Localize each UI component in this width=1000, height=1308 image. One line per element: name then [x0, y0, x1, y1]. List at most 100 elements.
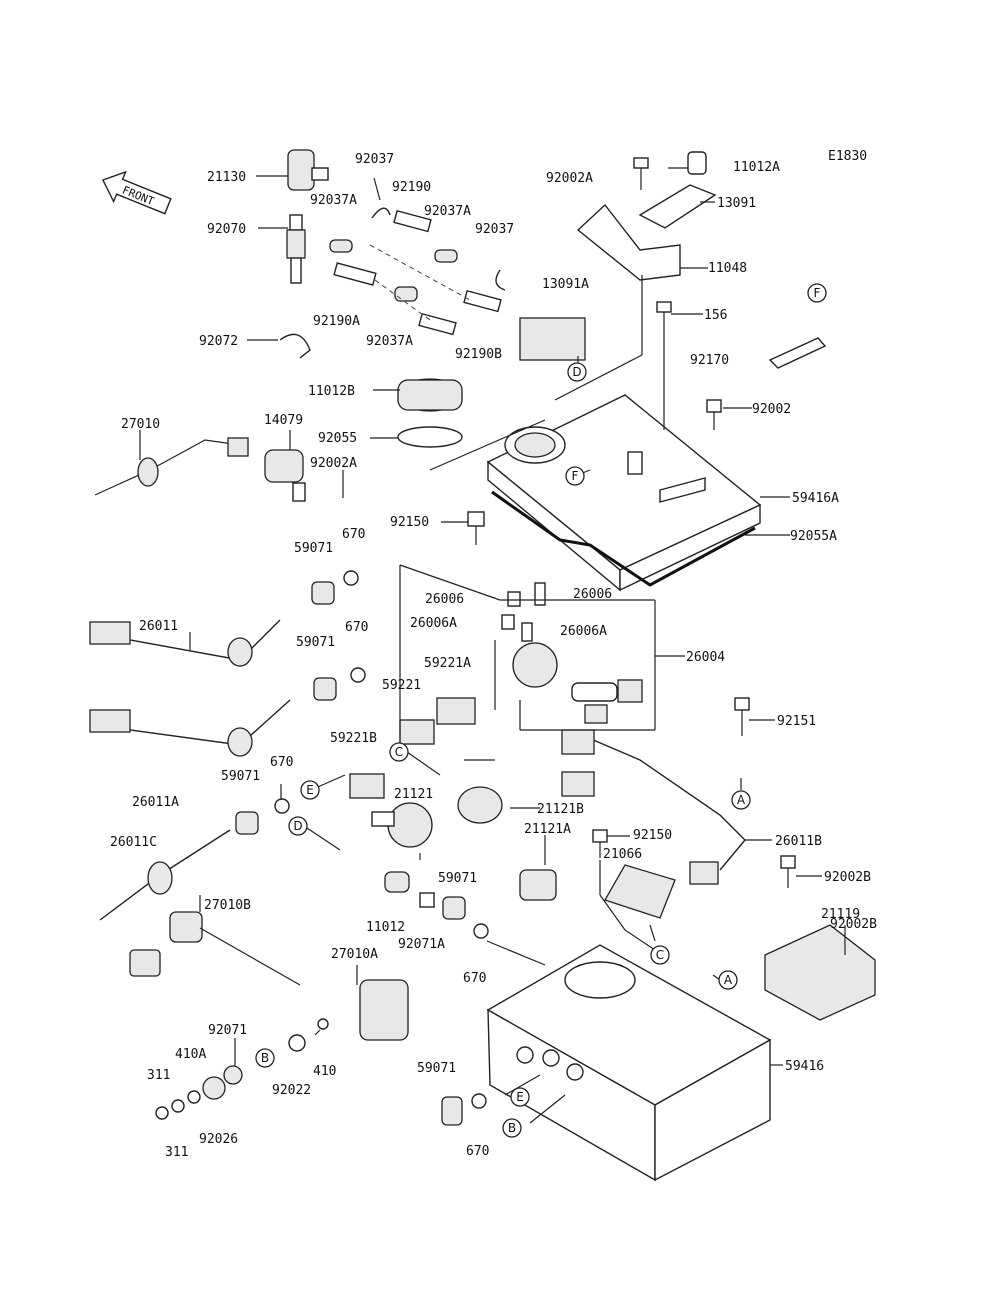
- reference-marker: B: [502, 1118, 522, 1138]
- part-label: 92190A: [313, 314, 360, 329]
- part-label: 156: [704, 308, 727, 323]
- part-label: 92002B: [830, 917, 877, 932]
- part-label: 311: [147, 1068, 170, 1083]
- part-label: 410A: [175, 1047, 206, 1062]
- part-label: 92037A: [366, 334, 413, 349]
- part-label: 59071: [221, 769, 260, 784]
- reference-marker-letter: C: [656, 948, 664, 962]
- reference-marker-letter: A: [737, 793, 746, 807]
- reference-marker: E: [510, 1087, 530, 1107]
- part-label: 26011C: [110, 835, 157, 850]
- part-label: 21066: [603, 847, 642, 862]
- part-label: 92037: [475, 222, 514, 237]
- reference-marker: D: [567, 362, 587, 382]
- part-label: 92190: [392, 180, 431, 195]
- part-label: 59071: [417, 1061, 456, 1076]
- part-label: 92002A: [546, 171, 593, 186]
- part-label: 26006A: [560, 624, 607, 639]
- reference-marker-letter: E: [516, 1090, 524, 1104]
- part-drawings: [89, 149, 876, 1182]
- part-label: 311: [165, 1145, 188, 1160]
- part-label: 92071: [208, 1023, 247, 1038]
- part-label: 59221: [382, 678, 421, 693]
- part-label: 92037: [355, 152, 394, 167]
- part-label: 92190B: [455, 347, 502, 362]
- part-label: 92002: [752, 402, 791, 417]
- part-label: 26011: [139, 619, 178, 634]
- part-label: 92151: [777, 714, 816, 729]
- part-label: 92070: [207, 222, 246, 237]
- part-label: 13091A: [542, 277, 589, 292]
- part-label: 26006: [573, 587, 612, 602]
- reference-marker: F: [807, 283, 827, 303]
- reference-marker: A: [731, 790, 751, 810]
- part-label: 92037A: [310, 193, 357, 208]
- part-label: 27010: [121, 417, 160, 432]
- part-label: 92055: [318, 431, 357, 446]
- reference-marker: B: [255, 1048, 275, 1068]
- part-label: 11012: [366, 920, 405, 935]
- part-label: 92071A: [398, 937, 445, 952]
- part-label: 670: [345, 620, 368, 635]
- part-label: 670: [463, 971, 486, 986]
- front-arrow-icon: FRONT: [101, 170, 172, 215]
- part-label: 670: [466, 1144, 489, 1159]
- part-label: 59071: [294, 541, 333, 556]
- reference-marker-letter: A: [724, 973, 733, 987]
- part-label: 11048: [708, 261, 747, 276]
- part-label: 59416A: [792, 491, 839, 506]
- reference-marker-letter: C: [395, 745, 403, 759]
- reference-markers: F D F A C E D C A B E B: [255, 283, 827, 1138]
- part-label: 26011B: [775, 834, 822, 849]
- part-label: 92026: [199, 1132, 238, 1147]
- part-label: 92055A: [790, 529, 837, 544]
- reference-marker-letter: D: [293, 819, 302, 833]
- reference-marker-letter: F: [814, 286, 821, 300]
- leader-lines: [139, 167, 846, 1124]
- reference-marker: D: [288, 816, 308, 836]
- reference-marker: F: [565, 466, 585, 486]
- part-label: 670: [342, 527, 365, 542]
- part-label: 92072: [199, 334, 238, 349]
- reference-marker: A: [718, 970, 738, 990]
- part-label: 92002B: [824, 870, 871, 885]
- part-label: 59416: [785, 1059, 824, 1074]
- part-number-labels: 21130 92037 92037A 92190 92037A 92037 92070 921…: [110, 152, 877, 1160]
- part-label: 670: [270, 755, 293, 770]
- part-label: 11012B: [308, 384, 355, 399]
- part-label: 59221A: [424, 656, 471, 671]
- part-label: 21119: [821, 907, 860, 922]
- reference-marker: C: [650, 945, 670, 965]
- part-label: 14079: [264, 413, 303, 428]
- part-label: 92150: [390, 515, 429, 530]
- part-label: 59221B: [330, 731, 377, 746]
- reference-marker-letter: E: [306, 783, 314, 797]
- part-label: 26006A: [410, 616, 457, 631]
- part-label: 92170: [690, 353, 729, 368]
- part-label: 21130: [207, 170, 246, 185]
- part-label: 11012A: [733, 160, 780, 175]
- reference-marker-letter: B: [261, 1051, 269, 1065]
- part-label: 92022: [272, 1083, 311, 1098]
- part-label: 410: [313, 1064, 336, 1079]
- part-label: 26006: [425, 592, 464, 607]
- part-label: 59071: [438, 871, 477, 886]
- part-label: 59071: [296, 635, 335, 650]
- part-label: 13091: [717, 196, 756, 211]
- part-label: 21121B: [537, 802, 584, 817]
- part-label: 26011A: [132, 795, 179, 810]
- reference-marker: E: [300, 780, 320, 800]
- reference-marker-letter: F: [572, 469, 579, 483]
- reference-marker-letter: B: [508, 1121, 516, 1135]
- part-label: 27010A: [331, 947, 378, 962]
- part-label: 92002A: [310, 456, 357, 471]
- part-label: 21121: [394, 787, 433, 802]
- part-label: 92037A: [424, 204, 471, 219]
- part-label: 26004: [686, 650, 725, 665]
- reference-marker: C: [389, 742, 409, 762]
- part-label: 92150: [633, 828, 672, 843]
- part-label: 27010B: [204, 898, 251, 913]
- part-label: 21121A: [524, 822, 571, 837]
- diagram-code: E1830: [828, 149, 867, 164]
